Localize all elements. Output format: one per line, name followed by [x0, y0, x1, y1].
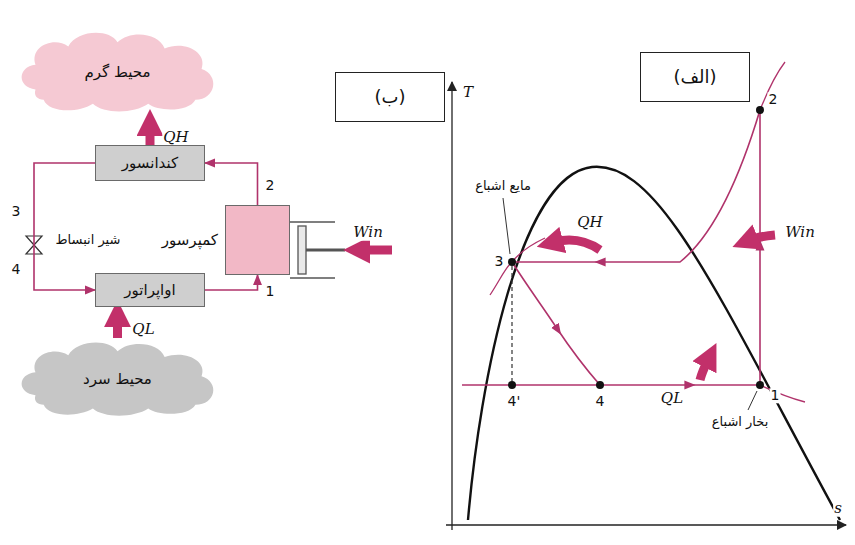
callout-number: Win [352, 224, 384, 241]
node-text: اواپراتور [124, 281, 175, 299]
hot-environment: محیط گرم [15, 28, 220, 116]
callout-number: QH [576, 214, 603, 231]
heat-arrow [113, 319, 122, 338]
part-label-box: (الف) [640, 52, 750, 102]
callout-number: T [462, 84, 474, 101]
callout-number: 1 [265, 284, 276, 299]
callout-number: 1 [770, 388, 781, 403]
node-text: (الف) [673, 66, 716, 88]
state-label: شیر انبساط [55, 233, 122, 247]
refrigerant-line [205, 163, 258, 205]
work-arrow [362, 246, 392, 255]
ts-diagram [446, 62, 846, 530]
condenser-box: کندانسور [95, 145, 205, 181]
callout-number: 4 [595, 394, 606, 409]
refrigerant-line [205, 275, 258, 290]
part-label-box: (ب) [335, 72, 445, 122]
callout-number: QL [660, 390, 684, 407]
piston [290, 222, 345, 278]
callout-number: s [833, 500, 843, 517]
callout-number: 3 [494, 254, 505, 269]
evaporator-box: اواپراتور [95, 273, 205, 307]
callout-number: 4 [11, 262, 22, 277]
refrigerant-line [34, 163, 95, 290]
heat-arrow [146, 128, 155, 145]
node-text: محیط سرد [83, 370, 152, 388]
callout-number: 2 [768, 92, 779, 107]
callout-number: 3 [11, 204, 22, 219]
state-label: مایع اشباع [474, 179, 532, 193]
callout-number: 2 [265, 178, 276, 193]
state-label: بخار اشباع [711, 415, 770, 429]
cold-environment: محیط سرد [15, 338, 220, 420]
compressor-box: کمپرسور [225, 205, 290, 275]
node-text: کندانسور [122, 154, 178, 172]
heat-label: QH [162, 128, 189, 145]
callout-number: 4' [507, 394, 522, 409]
node-text: کمپرسور [162, 231, 218, 249]
node-text: (ب) [375, 86, 406, 108]
node-text: محیط گرم [85, 63, 151, 81]
callout-number: Win [784, 224, 816, 241]
heat-label: QL [131, 320, 155, 337]
